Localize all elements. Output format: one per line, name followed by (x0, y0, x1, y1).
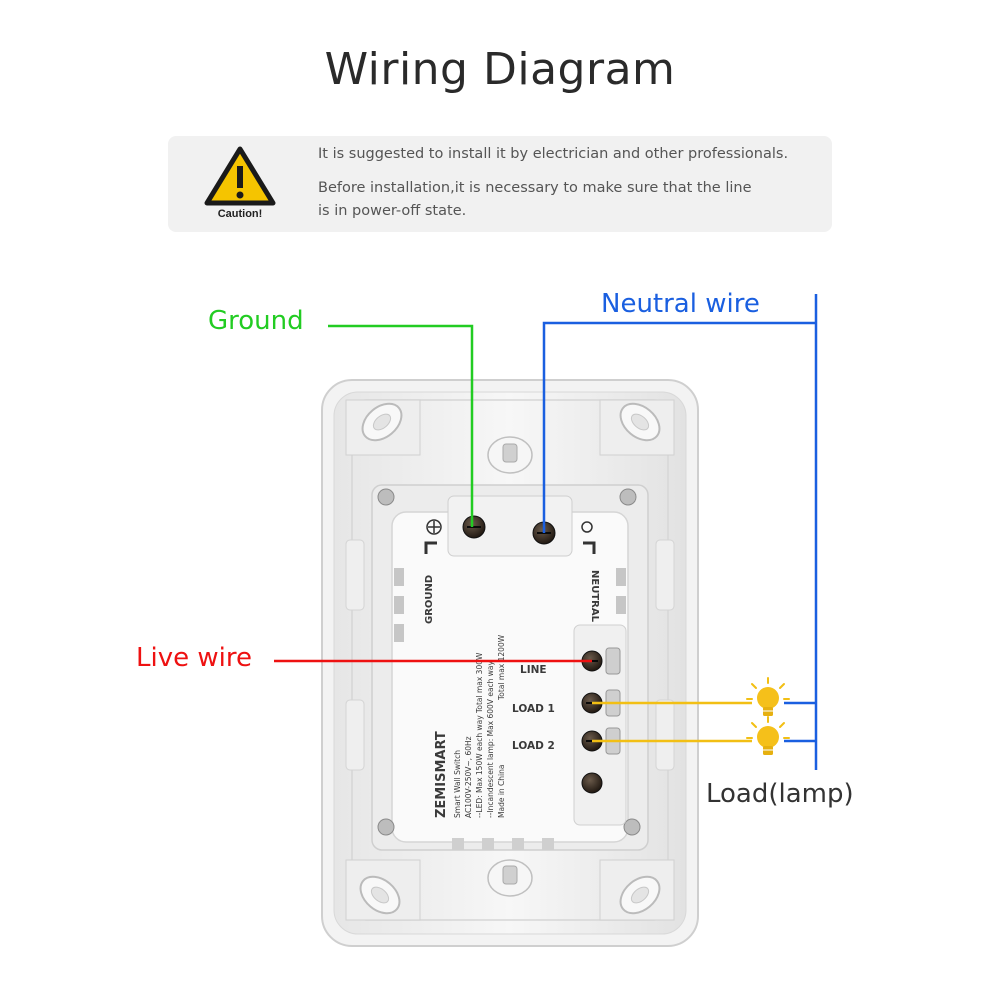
neutral-label: Neutral wire (601, 289, 760, 319)
caution-text-line3: is in power-off state. (318, 203, 467, 219)
neutral-wire (542, 321, 816, 533)
ground-terminal-screw (462, 515, 486, 539)
caution-text-line1: It is suggested to install it by electri… (318, 146, 789, 162)
ground-wire (328, 324, 474, 527)
live-label: Live wire (136, 643, 252, 673)
spec-line-3: --LED: Max 150W each way Total max 300W (475, 652, 484, 818)
page-title: Wiring Diagram (324, 44, 676, 95)
spec-line-5: Total max 1200W (497, 634, 506, 701)
terminal-line-label: LINE (520, 664, 547, 676)
lamp-1-icon (746, 677, 790, 716)
spec-line-1: Smart Wall Switch (453, 750, 462, 818)
caution-panel (168, 136, 832, 232)
lamp-2-icon (746, 716, 790, 755)
switch-module (371, 484, 649, 851)
caution-label: Caution! (217, 208, 263, 220)
caution-text-line2: Before installation,it is necessary to m… (318, 180, 752, 196)
neutral-print: NEUTRAL (589, 570, 600, 623)
load-label: Load(lamp) (706, 779, 854, 809)
terminal-load2-label: LOAD 2 (512, 740, 555, 752)
terminal-load1-label: LOAD 1 (512, 703, 555, 715)
spec-line-6: Made in China (497, 765, 506, 818)
spare-terminal-screw (581, 772, 603, 794)
brand-print: ZEMISMART (434, 731, 449, 818)
spec-line-4: --Incandescent lamp: Max 600V each way (486, 660, 495, 818)
spec-line-2: AC100V-250V~, 60Hz (464, 736, 473, 818)
warning-icon (204, 146, 276, 206)
ground-label: Ground (208, 306, 304, 336)
ground-print: GROUND (424, 575, 435, 624)
